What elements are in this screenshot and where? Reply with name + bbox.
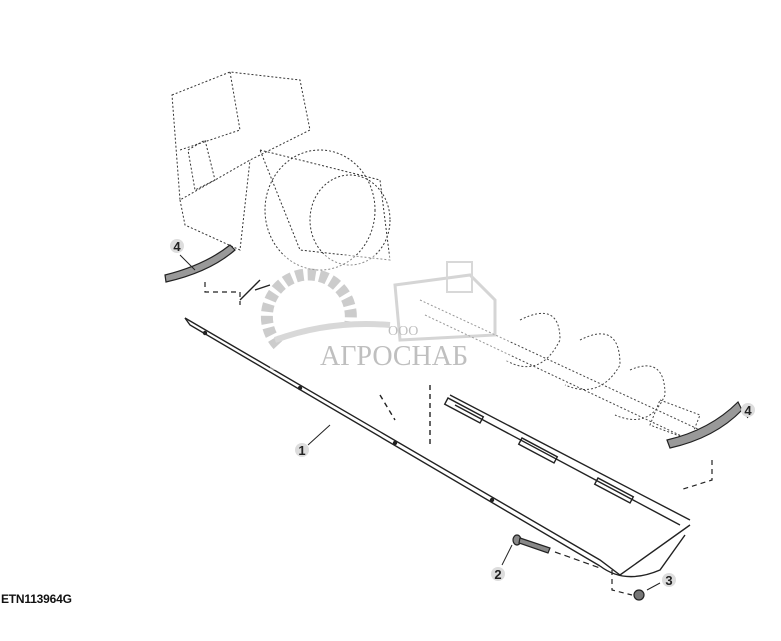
nut-part-3 (611, 570, 645, 601)
watermark-name: АГРОСНАБ (320, 341, 468, 372)
gear-icon (260, 268, 357, 350)
figure-id: ETN113964G (1, 592, 72, 606)
callout-2: 2 (494, 567, 501, 582)
callouts: 1 2 3 4 4 (170, 239, 755, 588)
bolt-part-2 (512, 534, 601, 569)
combine-harvester-icon (393, 273, 497, 342)
gearbox-housing-phantom (171, 71, 391, 271)
watermark-prefix: ООО (388, 324, 418, 339)
callout-2-bubble (491, 567, 505, 581)
callout-1-bubble (295, 443, 309, 457)
trough-part-1 (184, 279, 691, 578)
callout-1: 1 (298, 443, 305, 458)
callout-4a: 4 (173, 239, 181, 254)
callout-3-bubble (662, 573, 676, 587)
callout-4b-bubble (741, 403, 755, 417)
watermark-logo: ООО АГРОСНАБ (260, 255, 510, 372)
callout-4b: 4 (744, 403, 752, 418)
callout-4a-bubble (170, 239, 184, 253)
callout-3: 3 (665, 573, 672, 588)
